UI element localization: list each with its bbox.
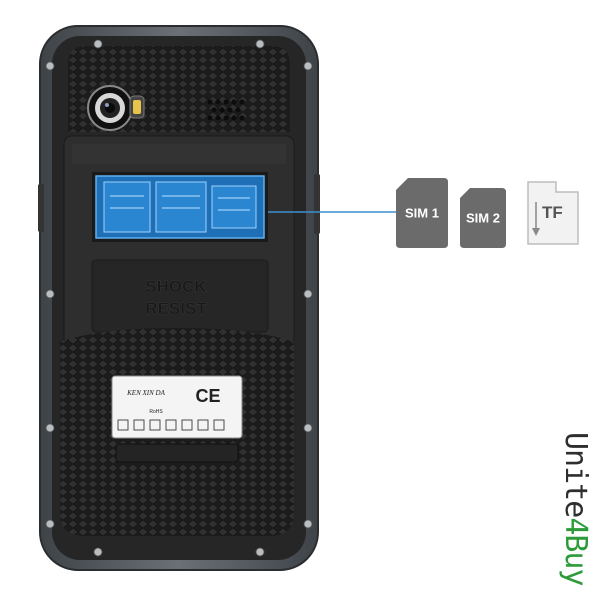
tf-card: TF xyxy=(526,180,580,246)
flash-icon xyxy=(129,95,145,119)
sim2-icon xyxy=(460,188,506,248)
label-latch xyxy=(115,443,239,463)
sim1-label: SIM 1 xyxy=(405,205,439,221)
tf-label: TF xyxy=(542,203,563,222)
shock-resist-panel xyxy=(91,259,269,333)
shock-text: SHOCK xyxy=(145,277,207,296)
rohs-mark: RoHS xyxy=(149,409,163,415)
camera-lens-icon xyxy=(87,85,133,131)
sim1-card: SIM 1 xyxy=(396,178,448,248)
ce-mark: CE xyxy=(195,386,220,406)
label-brand-text: KEN XIN DA xyxy=(126,389,165,397)
sim-board-highlight xyxy=(92,172,268,242)
phone-back-image: SHOCK RESIST KEN XIN DA CE RoHS xyxy=(38,24,320,572)
certification-label: KEN XIN DA CE RoHS xyxy=(111,375,243,439)
resist-text: RESIST xyxy=(145,299,207,318)
speaker-grill xyxy=(207,99,245,121)
side-button-left xyxy=(38,184,44,232)
watermark-logo: Unite4Buy xyxy=(555,432,595,592)
tf-card-icon xyxy=(527,181,579,245)
side-button-right xyxy=(314,174,320,234)
watermark-part1: Unite xyxy=(558,432,593,518)
sim2-card: SIM 2 xyxy=(460,188,506,248)
sim1-icon xyxy=(396,178,448,248)
sim2-label: SIM 2 xyxy=(466,210,500,226)
watermark-part2: 4Buy xyxy=(558,517,593,586)
sim-callout-line-ext xyxy=(320,211,398,213)
screws xyxy=(45,39,313,557)
